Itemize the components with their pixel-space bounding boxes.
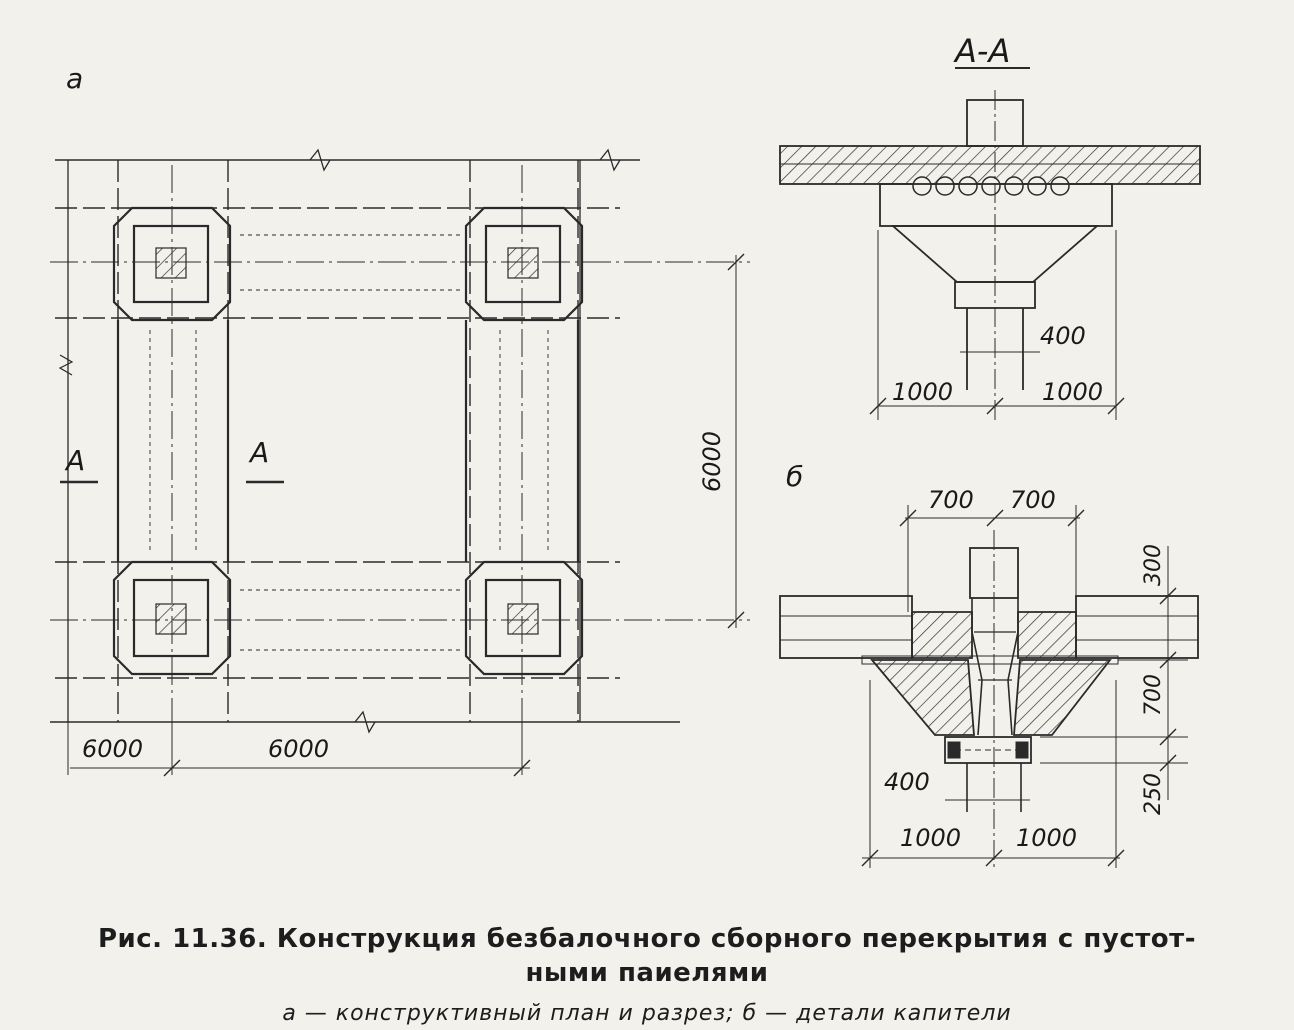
- figure-subcaption: а — конструктивный план и разрез; б — де…: [282, 1001, 1012, 1026]
- dim-detail-column: 400: [884, 768, 930, 796]
- dim-plan-left: 6000: [82, 735, 143, 763]
- cut-mark-left: А: [64, 444, 85, 477]
- dim-section-left: 1000: [892, 378, 953, 406]
- cut-mark-right: А: [248, 436, 269, 469]
- figure-caption-line1: Рис. 11.36. Конструкция безбалочного сбо…: [97, 924, 1197, 954]
- dim-detail-height-top: 300: [1141, 544, 1166, 586]
- dim-detail-top-right: 700: [1010, 486, 1056, 514]
- capital-detail: [779, 505, 1199, 870]
- floor-plan: [50, 148, 750, 780]
- dim-section-right: 1000: [1042, 378, 1103, 406]
- plan-label: а: [66, 62, 83, 95]
- dim-detail-height-mid: 700: [1141, 674, 1166, 716]
- dim-plan-middle: 6000: [268, 735, 329, 763]
- dim-detail-left: 1000: [900, 824, 961, 852]
- detail-label: б: [786, 460, 803, 493]
- dim-detail-top-left: 700: [928, 486, 974, 514]
- section-title: А-А: [953, 32, 1010, 70]
- dim-detail-right: 1000: [1016, 824, 1077, 852]
- figure-caption: Рис. 11.36. Конструкция безбалочного сбо…: [0, 922, 1294, 990]
- figure-caption-line2: ными паиелями: [525, 958, 769, 988]
- dim-section-column: 400: [1040, 322, 1086, 350]
- section-a-a: [779, 67, 1201, 420]
- dim-detail-height-bottom: 250: [1141, 773, 1166, 815]
- dim-plan-vertical: 6000: [698, 431, 726, 492]
